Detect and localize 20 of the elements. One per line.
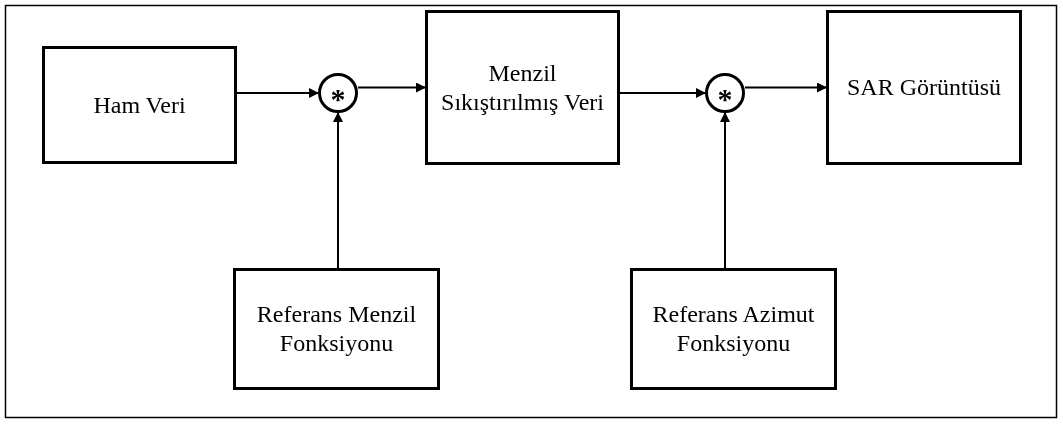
arrow bbox=[357, 82, 426, 93]
process-box bbox=[826, 10, 1022, 165]
box-label: Ham Veri bbox=[93, 90, 186, 120]
operator-symbol: * bbox=[330, 84, 346, 114]
operator-circle bbox=[705, 73, 745, 113]
operator-symbol: * bbox=[717, 84, 733, 114]
process-box bbox=[233, 268, 440, 390]
arrow bbox=[619, 88, 706, 98]
box-label: Referans Menzil Fonksiyonu bbox=[255, 300, 418, 358]
arrow bbox=[744, 82, 827, 93]
box-label: SAR Görüntüsü bbox=[847, 73, 1001, 102]
arrow bbox=[720, 112, 730, 269]
process-box bbox=[425, 10, 620, 165]
operator-circle bbox=[318, 73, 358, 113]
arrow bbox=[236, 88, 319, 98]
arrow bbox=[333, 112, 343, 269]
box-label: Referans Azimut Fonksiyonu bbox=[651, 300, 816, 358]
box-label: Menzil Sıkıştırılmış Veri bbox=[440, 58, 605, 117]
process-box bbox=[630, 268, 837, 390]
process-box bbox=[42, 46, 237, 164]
